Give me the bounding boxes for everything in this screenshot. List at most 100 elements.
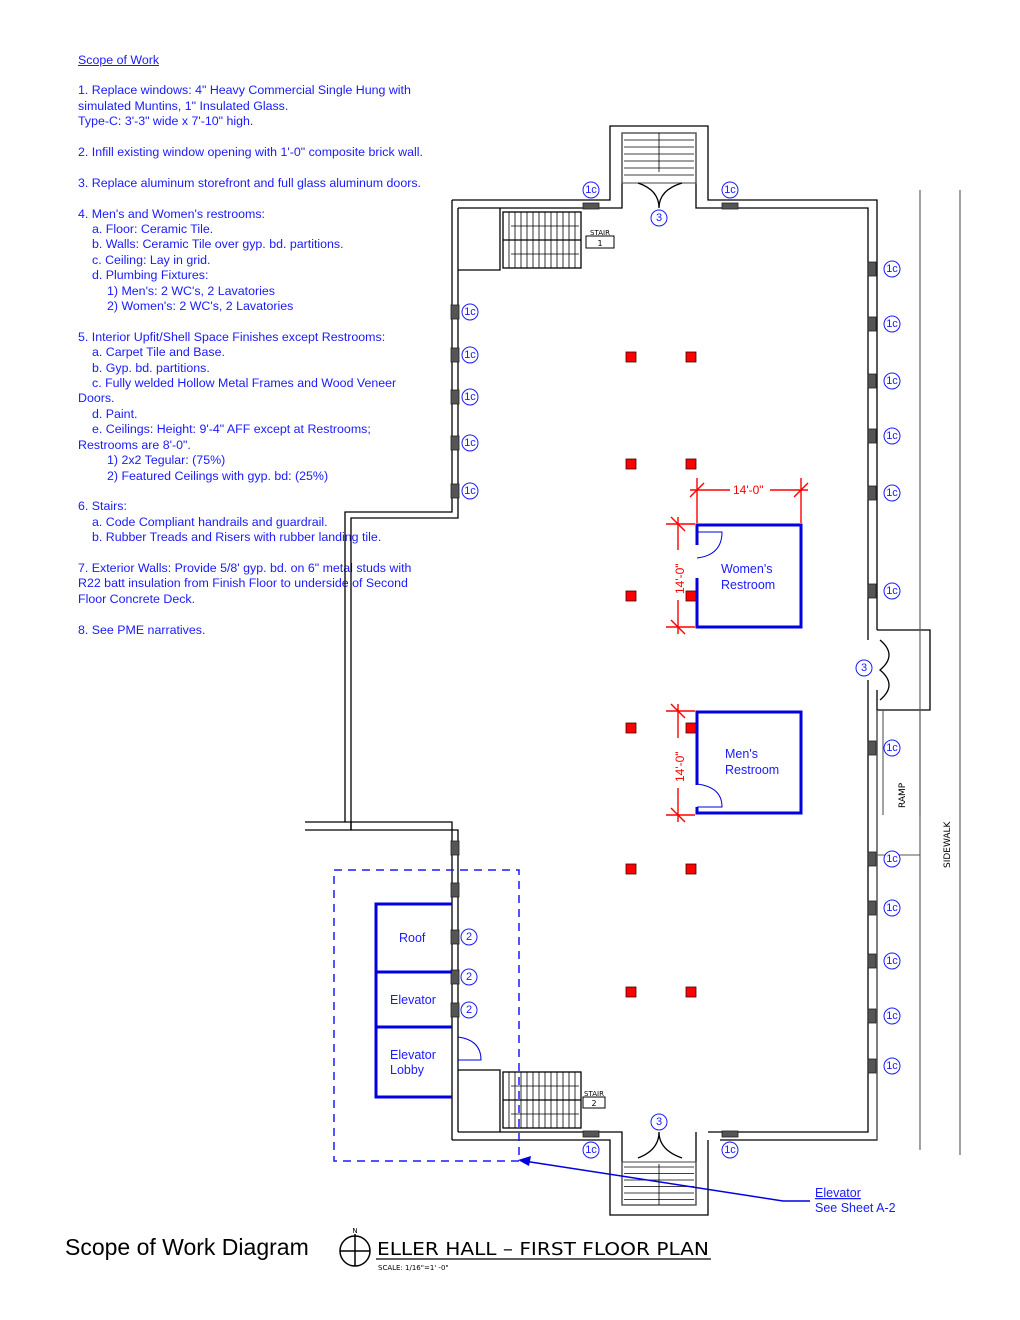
elevator-lobby-label-1: Elevator [390, 1048, 436, 1062]
window-type-tag: 1c [883, 372, 901, 390]
structural-column [685, 986, 697, 998]
window-type-tag: 1c [883, 1007, 901, 1025]
scope-line: 2) Featured Ceilings with gyp. bd: (25%) [107, 468, 329, 483]
scope-line: 1) Men's: 2 WC's, 2 Lavatories [107, 283, 275, 298]
columns [625, 351, 697, 998]
window [721, 1130, 739, 1138]
scope-line: 2. Infill existing window opening with 1… [78, 145, 423, 160]
window [450, 840, 460, 856]
window [582, 202, 600, 210]
windows [450, 202, 877, 1138]
scope-section: 1. Replace windows: 4" Heavy Commercial … [78, 83, 458, 129]
storefront-tag: 3 [650, 209, 668, 227]
scope-line: R22 batt insulation from Finish Floor to… [78, 576, 408, 591]
storefront-tag: 3 [650, 1113, 668, 1131]
tag-circle [582, 1141, 600, 1159]
window [582, 1130, 600, 1138]
scope-line: Floor Concrete Deck. [78, 591, 196, 606]
tag-text: 1c [585, 184, 597, 196]
scope-line: a. Code Compliant handrails and guardrai… [92, 514, 328, 529]
tag-circle [883, 315, 901, 333]
tag-circle [883, 1057, 901, 1075]
window-type-tag: 1c [883, 484, 901, 502]
tag-circle [461, 346, 479, 364]
window [450, 882, 460, 898]
tag-circle [883, 427, 901, 445]
tag-circle [461, 482, 479, 500]
scope-line: b. Gyp. bd. partitions. [92, 360, 210, 375]
scope-section: 6. Stairs:a. Code Compliant handrails an… [78, 499, 458, 545]
scope-line: d. Paint. [92, 406, 138, 421]
window-type-tag: 1c [883, 315, 901, 333]
window-type-tag: 1c [883, 952, 901, 970]
mens-restroom-label-1: Men's [725, 747, 758, 761]
scope-line: Doors. [78, 391, 115, 406]
elevator-callout: Elevator See Sheet A-2 [518, 1156, 896, 1215]
tag-circle [883, 899, 901, 917]
infill-tag: 2 [460, 968, 478, 986]
tag-circle [650, 209, 668, 227]
window-type-tag: 1c [883, 260, 901, 278]
tag-text: 1c [464, 306, 476, 318]
tag-text: 1c [886, 487, 898, 499]
window-type-tag: 1c [883, 899, 901, 917]
scope-line: 2) Women's: 2 WC's, 2 Lavatories [107, 299, 294, 314]
womens-restroom-label-2: Restroom [721, 578, 775, 592]
scope-line: b. Walls: Ceramic Tile over gyp. bd. par… [92, 237, 344, 252]
stair-2-number: 2 [591, 1099, 596, 1108]
tag-text: 1c [464, 485, 476, 497]
tag-text: 1c [886, 263, 898, 275]
scope-line: 1. Replace windows: 4" Heavy Commercial … [78, 83, 411, 98]
window [867, 261, 877, 277]
tag-circle [460, 928, 478, 946]
scope-sections: 1. Replace windows: 4" Heavy Commercial … [78, 83, 458, 638]
window-type-tag: 1c [461, 388, 479, 406]
tag-text: 1c [886, 902, 898, 914]
tag-circle [855, 659, 873, 677]
scope-line: 4. Men's and Women's restrooms: [78, 206, 265, 221]
structural-column [685, 590, 697, 602]
tag-text: 1c [886, 955, 898, 967]
window [867, 428, 877, 444]
scope-section: 8. See PME narratives. [78, 623, 458, 638]
window [867, 373, 877, 389]
womens-restroom-label-1: Women's [721, 562, 772, 576]
infill-tag: 2 [460, 1001, 478, 1019]
tag-circle [650, 1113, 668, 1131]
window-type-tag: 1c [883, 739, 901, 757]
tag-text: 3 [861, 662, 867, 674]
tag-text: 1c [724, 184, 736, 196]
tag-text: 1c [886, 585, 898, 597]
storefront-tag: 3 [855, 659, 873, 677]
ramp-sidewalk: RAMP SIDEWALK [877, 190, 961, 1155]
window-type-tag: 1c [461, 303, 479, 321]
elevator-label: Elevator [390, 993, 436, 1007]
structural-column [625, 863, 637, 875]
mens-restroom-label-2: Restroom [725, 763, 779, 777]
tag-text: 1c [886, 1010, 898, 1022]
scope-line: 8. See PME narratives. [78, 622, 206, 637]
tag-circle [883, 372, 901, 390]
window [450, 483, 460, 499]
scope-line: Type-C: 3'-3" wide x 7'-10" high. [78, 114, 254, 129]
structural-column [685, 458, 697, 470]
sidewalk-label: SIDEWALK [943, 820, 953, 868]
tag-text: 1c [585, 1144, 597, 1156]
window [867, 900, 877, 916]
elevator-lobby-label-2: Lobby [390, 1063, 425, 1077]
tag-text: 2 [466, 1004, 472, 1016]
window [450, 435, 460, 451]
structural-column [625, 351, 637, 363]
tag-circle [461, 434, 479, 452]
tag-circle [460, 1001, 478, 1019]
window-type-tag: 1c [721, 1141, 739, 1159]
scope-line: simulated Muntins, 1" Insulated Glass. [78, 98, 289, 113]
tag-text: 1c [886, 375, 898, 387]
plan-title: ELLER HALL – FIRST FLOOR PLAN [377, 1239, 709, 1260]
womens-restroom: Women's Restroom 14'-0" 14'-0" [666, 478, 809, 635]
mens-restroom: Men's Restroom 14'-0" [666, 703, 803, 823]
tag-circle [883, 952, 901, 970]
mens-height-dim: 14'-0" [673, 751, 687, 782]
window-type-tag: 1c [582, 1141, 600, 1159]
